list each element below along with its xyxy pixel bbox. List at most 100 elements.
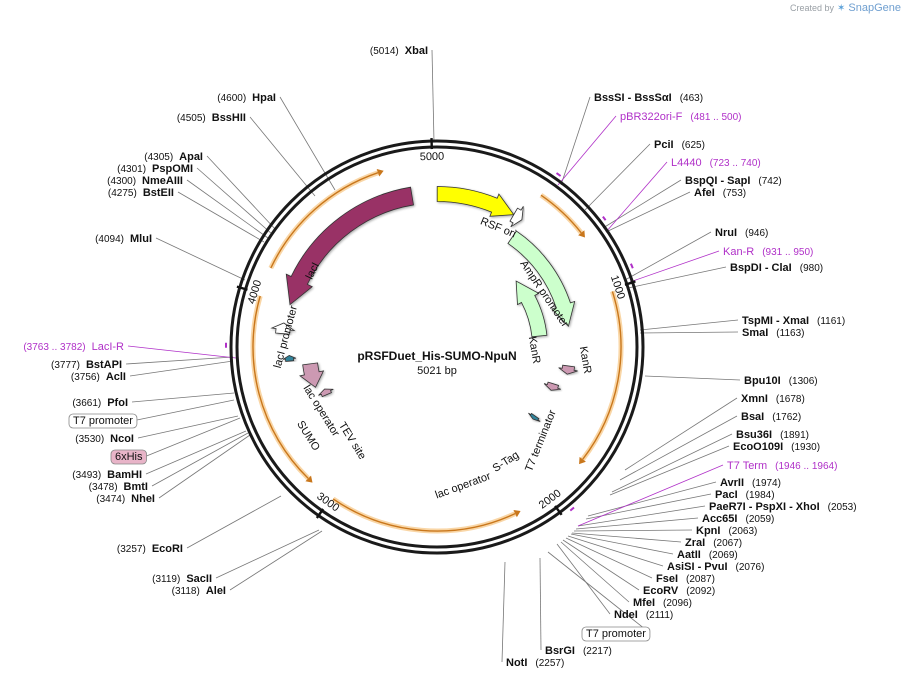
leader-line bbox=[609, 445, 730, 496]
site-name: MfeI bbox=[633, 597, 655, 609]
site-position: (1930) bbox=[791, 442, 820, 453]
enzyme-site-label[interactable]: BmtI(3478) bbox=[89, 481, 148, 493]
enzyme-site-label[interactable]: EcoRV(2092) bbox=[643, 585, 715, 597]
site-position: (1891) bbox=[780, 430, 809, 441]
enzyme-site-label[interactable]: AatII(2069) bbox=[677, 549, 738, 561]
primer-label[interactable]: T7 Term(1946 .. 1964) bbox=[727, 460, 837, 472]
enzyme-site-label[interactable]: PacI(1984) bbox=[715, 489, 775, 501]
orf-arrowhead bbox=[376, 168, 384, 177]
enzyme-site-label[interactable]: Bpu10I(1306) bbox=[744, 375, 818, 387]
boxed-label-text: T7 promoter bbox=[586, 628, 646, 640]
enzyme-site-label[interactable]: KpnI(2063) bbox=[696, 525, 757, 537]
enzyme-site-label[interactable]: EcoRI(3257) bbox=[117, 543, 183, 555]
site-position: (2076) bbox=[736, 562, 765, 573]
site-name: NotI bbox=[506, 657, 527, 669]
leader-line bbox=[249, 116, 316, 197]
enzyme-site-label[interactable]: PciI(625) bbox=[654, 139, 705, 151]
enzyme-site-label[interactable]: AfeI(753) bbox=[694, 187, 746, 199]
enzyme-site-label[interactable]: FseI(2087) bbox=[656, 573, 715, 585]
enzyme-site-label[interactable]: PaeR7I - PspXI - XhoI(2053) bbox=[709, 501, 857, 513]
enzyme-site-label[interactable]: AvrII(1974) bbox=[720, 477, 781, 489]
site-position: (1762) bbox=[772, 412, 801, 423]
site-position: (2111) bbox=[646, 610, 673, 621]
site-name: KpnI bbox=[696, 525, 720, 537]
feature-label: S-Tag bbox=[491, 449, 522, 475]
boxed-label-frame bbox=[110, 449, 147, 465]
enzyme-site-label[interactable]: BssHII (4505) bbox=[177, 112, 246, 124]
leader-line bbox=[560, 541, 630, 603]
leader-line bbox=[560, 96, 591, 186]
enzyme-site-label[interactable]: HpaI (4600) bbox=[217, 92, 276, 104]
enzyme-site-label[interactable]: TspMI - XmaI(1161) bbox=[742, 315, 845, 327]
leader-line bbox=[501, 561, 506, 663]
enzyme-site-label[interactable]: NotI(2257) bbox=[506, 657, 564, 669]
leader-line bbox=[644, 375, 741, 381]
enzyme-site-label[interactable]: BspDI - ClaI(980) bbox=[730, 262, 823, 274]
enzyme-site-label[interactable]: BssSI - BssSαI(463) bbox=[594, 92, 703, 104]
site-name: BspDI - ClaI bbox=[730, 262, 792, 274]
primer-label[interactable]: pBR322ori-F(481 .. 500) bbox=[620, 111, 742, 123]
boxed-feature-label[interactable]: T7 promoter bbox=[68, 413, 138, 429]
leader-line bbox=[577, 505, 706, 527]
enzyme-site-label[interactable]: Bsu36I(1891) bbox=[736, 429, 809, 441]
site-position: (3478) bbox=[89, 482, 118, 493]
enzyme-site-label[interactable]: NdeI(2111) bbox=[614, 609, 673, 621]
leader-line bbox=[186, 179, 269, 239]
enzyme-site-label[interactable]: BamHI(3493) bbox=[72, 469, 142, 481]
leader-line bbox=[605, 191, 691, 233]
enzyme-site-label[interactable]: NmeAIII(4300) bbox=[107, 175, 183, 187]
enzyme-site-label[interactable]: ZraI(2067) bbox=[685, 537, 742, 549]
leader-line bbox=[125, 356, 234, 365]
primer-label[interactable]: LacI-R(3763 .. 3782) bbox=[23, 341, 124, 353]
boxed-feature-label[interactable]: T7 promoter bbox=[581, 626, 651, 642]
site-name: HpaI bbox=[252, 92, 276, 104]
primer-mark bbox=[602, 215, 607, 221]
enzyme-site-label[interactable]: NruI(946) bbox=[715, 227, 768, 239]
enzyme-site-label[interactable]: MluI(4094) bbox=[95, 233, 152, 245]
site-name: BssHII bbox=[212, 112, 246, 124]
feature-label: KanR bbox=[526, 335, 543, 364]
created-by-text: Created by bbox=[789, 3, 834, 13]
site-position: (946) bbox=[745, 228, 768, 239]
feature-t7-terminator bbox=[558, 364, 578, 375]
enzyme-site-label[interactable]: NheI(3474) bbox=[96, 493, 155, 505]
enzyme-site-label[interactable]: XmnI(1678) bbox=[741, 393, 805, 405]
leader-line bbox=[624, 397, 738, 471]
primer-label[interactable]: Kan-R(931 .. 950) bbox=[723, 246, 813, 258]
enzyme-site-label[interactable]: BspQI - SapI(742) bbox=[685, 175, 782, 187]
enzyme-site-label[interactable]: ApaI(4305) bbox=[144, 151, 203, 163]
enzyme-site-label[interactable]: BsrGI(2217) bbox=[545, 645, 612, 657]
enzyme-site-label[interactable]: Acc65I(2059) bbox=[702, 513, 774, 525]
enzyme-site-label[interactable]: BstEII(4275) bbox=[108, 187, 174, 199]
enzyme-site-label[interactable]: PfoI(3661) bbox=[72, 397, 128, 409]
feature-s-tag bbox=[543, 381, 561, 391]
site-name: AatII bbox=[677, 549, 701, 561]
enzyme-site-label[interactable]: XbaI(5014) bbox=[370, 45, 428, 57]
site-position: (463) bbox=[680, 93, 703, 104]
boxed-feature-label[interactable]: 6xHis bbox=[110, 449, 147, 465]
enzyme-site-label[interactable]: SmaI(1163) bbox=[742, 327, 804, 339]
enzyme-site-label[interactable]: BsaI(1762) bbox=[741, 411, 801, 423]
enzyme-site-label[interactable]: AsiSI - PvuI(2076) bbox=[667, 561, 764, 573]
leader-line bbox=[570, 533, 674, 555]
enzyme-site-label[interactable]: NcoI(3530) bbox=[75, 433, 134, 445]
enzyme-site-label[interactable]: BstAPI(3777) bbox=[51, 359, 122, 371]
leader-line bbox=[562, 539, 640, 591]
site-name: EcoO109I bbox=[733, 441, 783, 453]
primer-label[interactable]: L4440(723 .. 740) bbox=[671, 157, 761, 169]
site-name: SacII bbox=[186, 573, 212, 585]
enzyme-site-label[interactable]: SacII(3119) bbox=[152, 573, 212, 585]
site-name: Acc65I bbox=[702, 513, 737, 525]
enzyme-site-label[interactable]: MfeI(2096) bbox=[633, 597, 692, 609]
site-position: (3530) bbox=[75, 434, 104, 445]
enzyme-site-label[interactable]: AleI(3118) bbox=[172, 585, 226, 597]
orf-arrowhead bbox=[305, 475, 313, 483]
enzyme-site-label[interactable]: AclI(3756) bbox=[71, 371, 126, 383]
site-position: (4505) bbox=[177, 113, 206, 124]
enzyme-site-label[interactable]: EcoO109I (1930) bbox=[733, 441, 820, 453]
leader-line bbox=[619, 415, 738, 481]
site-position: (4600) bbox=[217, 93, 246, 104]
site-position: (481 .. 500) bbox=[690, 112, 741, 123]
enzyme-site-label[interactable]: PspOMI(4301) bbox=[117, 163, 193, 175]
feature-lac-operator bbox=[528, 412, 541, 422]
